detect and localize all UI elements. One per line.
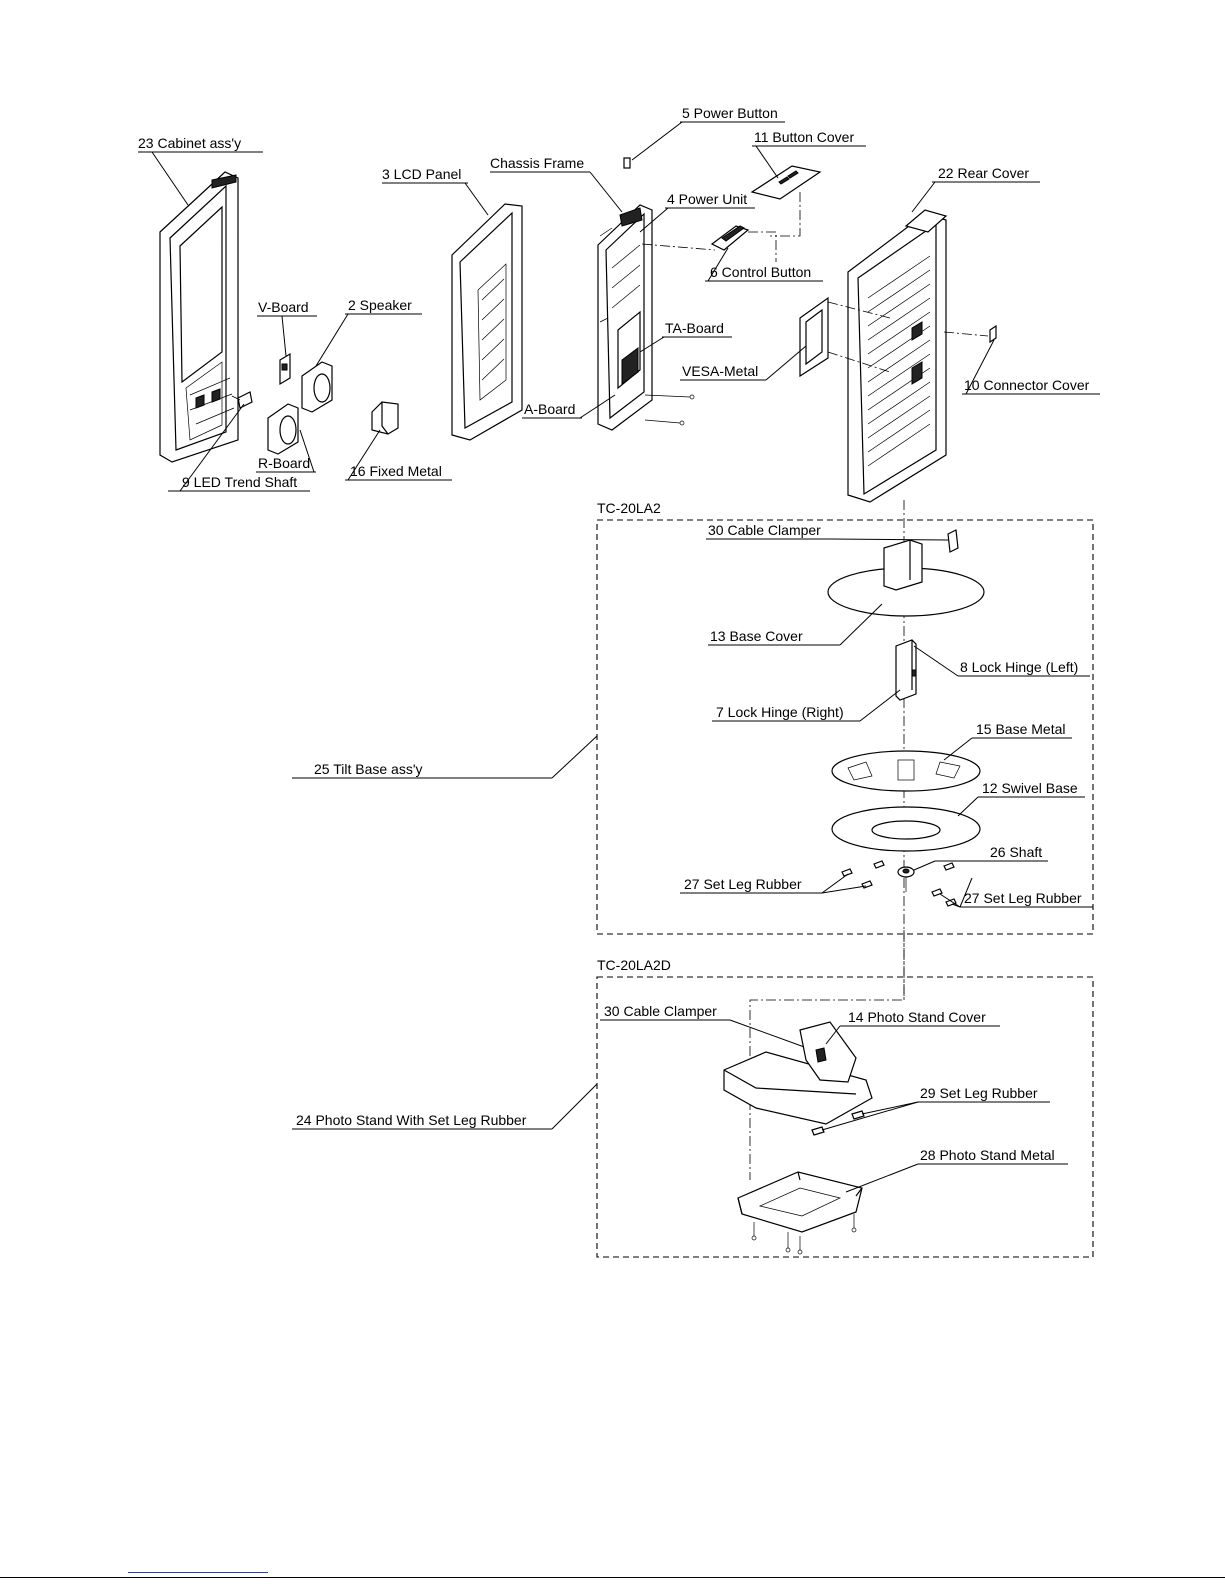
- lock-hinge-left-label: 8 Lock Hinge (Left): [960, 659, 1078, 675]
- footer-rule: [0, 1577, 1225, 1578]
- led-trend-shaft-label: 9 LED Trend Shaft: [182, 474, 297, 490]
- tc20la2-group-box: [596, 519, 1094, 935]
- photo-stand-metal-drawing: [737, 1171, 863, 1255]
- photo-stand-cover-label: 14 Photo Stand Cover: [848, 1009, 986, 1025]
- set-leg-rubber-29-label: 29 Set Leg Rubber: [920, 1085, 1038, 1101]
- vesa-metal-label: VESA-Metal: [682, 363, 758, 379]
- tc20la2d-label: TC-20LA2D: [597, 957, 671, 973]
- base-metal-label: 15 Base Metal: [976, 721, 1066, 737]
- lock-hinge-drawing: [895, 639, 917, 701]
- photo-stand-cover-drawing: [723, 1021, 873, 1125]
- cabinet-label: 23 Cabinet ass'y: [138, 135, 241, 151]
- footer-link-underline: [128, 1572, 268, 1573]
- tilt-base-label: 25 Tilt Base ass'y: [314, 761, 423, 777]
- set-leg-rubber-29-drawing: [811, 1110, 865, 1136]
- fixed-metal-label: 16 Fixed Metal: [350, 463, 442, 479]
- led-trend-shaft-drawing: [237, 391, 253, 409]
- chassis-frame-label: Chassis Frame: [490, 155, 584, 171]
- cable-clamper-1-drawing: [947, 529, 959, 553]
- power-button-drawing: [623, 157, 631, 169]
- base-cover-drawing: [827, 539, 985, 617]
- base-cover-label: 13 Base Cover: [710, 628, 803, 644]
- rear-cover-label: 22 Rear Cover: [938, 165, 1029, 181]
- speaker-drawing: [267, 361, 333, 455]
- cabinet-assembly-drawing: [159, 171, 239, 463]
- photo-stand-label: 24 Photo Stand With Set Leg Rubber: [296, 1112, 527, 1128]
- set-leg-rubber-right-label: 27 Set Leg Rubber: [964, 890, 1082, 906]
- swivel-base-label: 12 Swivel Base: [982, 780, 1078, 796]
- v-board-label: V-Board: [258, 299, 309, 315]
- rear-cover-drawing: [847, 209, 948, 503]
- connector-cover-drawing: [989, 324, 997, 344]
- r-board-label: R-Board: [258, 455, 310, 471]
- base-metal-drawing: [831, 750, 981, 792]
- photo-stand-metal-label: 28 Photo Stand Metal: [920, 1147, 1055, 1163]
- lcd-panel-label: 3 LCD Panel: [382, 166, 461, 182]
- swivel-base-drawing: [831, 806, 981, 852]
- set-leg-rubber-27-drawing: [841, 860, 957, 907]
- cable-clamper-2-label: 30 Cable Clamper: [604, 1003, 717, 1019]
- lock-hinge-right-label: 7 Lock Hinge (Right): [716, 704, 844, 720]
- button-cover-drawing: [750, 165, 822, 200]
- lcd-panel-drawing: [451, 203, 523, 441]
- control-button-drawing: [710, 225, 750, 251]
- power-button-label: 5 Power Button: [682, 105, 778, 121]
- shaft-drawing: [897, 866, 915, 892]
- power-unit-label: 4 Power Unit: [667, 191, 747, 207]
- chassis-frame-drawing: [597, 204, 653, 431]
- shaft-label: 26 Shaft: [990, 844, 1042, 860]
- fixed-metal-drawing: [371, 401, 399, 435]
- vesa-metal-drawing: [799, 296, 829, 378]
- ta-board-label: TA-Board: [665, 320, 724, 336]
- control-button-label: 6 Control Button: [710, 264, 811, 280]
- a-board-label: A-Board: [524, 401, 575, 417]
- button-cover-label: 11 Button Cover: [754, 129, 854, 145]
- tc20la2d-group-box: [596, 976, 1094, 1258]
- speaker-label: 2 Speaker: [348, 297, 412, 313]
- set-leg-rubber-left-label: 27 Set Leg Rubber: [684, 876, 802, 892]
- v-board-drawing: [279, 352, 291, 386]
- cable-clamper-1-label: 30 Cable Clamper: [708, 522, 821, 538]
- connector-cover-label: 10 Connector Cover: [964, 377, 1090, 393]
- tc20la2-label: TC-20LA2: [597, 500, 661, 516]
